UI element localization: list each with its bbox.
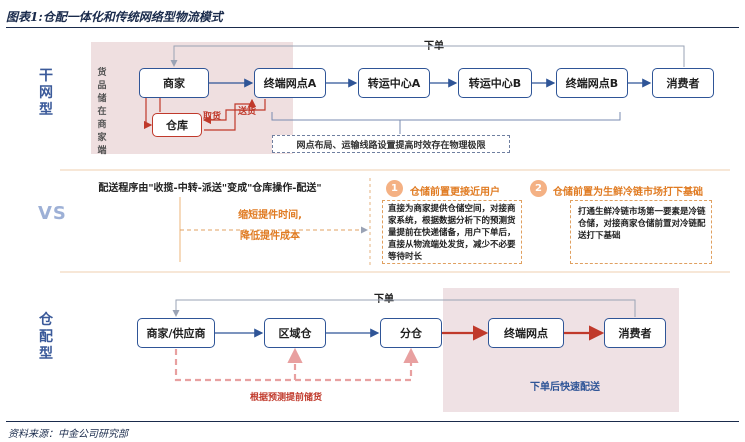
benefit-line-2: 降低提件成本 — [240, 231, 300, 242]
point-2-title: 仓储前置为生鲜冷链市场打下基础 — [553, 187, 703, 198]
point-2-desc: 打通生鲜冷链市场第一要素是冷链仓储，对接商家仓储前置对冷链配送打下基础 — [578, 207, 706, 241]
top-transfer-a-node: 转运中心A — [358, 68, 430, 98]
physical-limit-note: 网点布局、运输线路设置提高时效存在物理极限 — [272, 135, 510, 153]
top-merchant-node: 商家 — [139, 68, 209, 98]
vs-label: VS — [38, 203, 67, 224]
prestock-label: 根据预测提前储货 — [250, 393, 323, 403]
bottom-sub-wh-node: 分仓 — [380, 318, 442, 348]
pick-label: 取货 — [203, 112, 222, 122]
point-1-box — [382, 200, 522, 264]
top-transfer-b-node: 转运中心B — [458, 68, 532, 98]
fast-delivery-zone — [443, 288, 679, 412]
merchant-storage-note: 货品储在商家端 — [97, 68, 107, 156]
top-warehouse-node: 仓库 — [152, 113, 202, 137]
bottom-consumer-node: 消费者 — [604, 318, 666, 348]
bottom-regional-wh-node: 区域仓 — [264, 318, 326, 348]
point-1-desc: 直接为商家提供仓储空间，对接商家系统，根据数据分析下的预测货量提前在快递储备，用… — [388, 204, 516, 262]
benefit-line-1: 缩短提件时间, — [238, 210, 302, 221]
point-2-badge: 2 — [530, 180, 547, 197]
top-terminal-b-node: 终端网点B — [556, 68, 628, 98]
process-change-text: 配送程序由"收揽-中转-派送"变成"仓库操作-配送" — [98, 183, 322, 194]
top-terminal-a-node: 终端网点A — [254, 68, 326, 98]
source-note: 资料来源：中金公司研究部 — [8, 429, 128, 440]
point-2-box — [570, 200, 712, 264]
send-label: 送货 — [238, 107, 257, 117]
title-divider — [6, 27, 739, 28]
point-1-title: 仓储前置更接近用户 — [410, 187, 500, 198]
bottom-merchant-node: 商家/供应商 — [137, 318, 215, 348]
figure-title: 图表1:仓配一体化和传统网络型物流模式 — [6, 10, 223, 24]
bottom-terminal-node: 终端网点 — [488, 318, 564, 348]
bottom-divider — [6, 421, 739, 422]
point-1-badge: 1 — [386, 180, 403, 197]
warehouse-distribution-label: 仓配型 — [39, 312, 53, 362]
fast-delivery-label: 下单后快速配送 — [530, 382, 600, 393]
top-consumer-node: 消费者 — [652, 68, 714, 98]
trunk-network-label: 干网型 — [39, 68, 53, 118]
